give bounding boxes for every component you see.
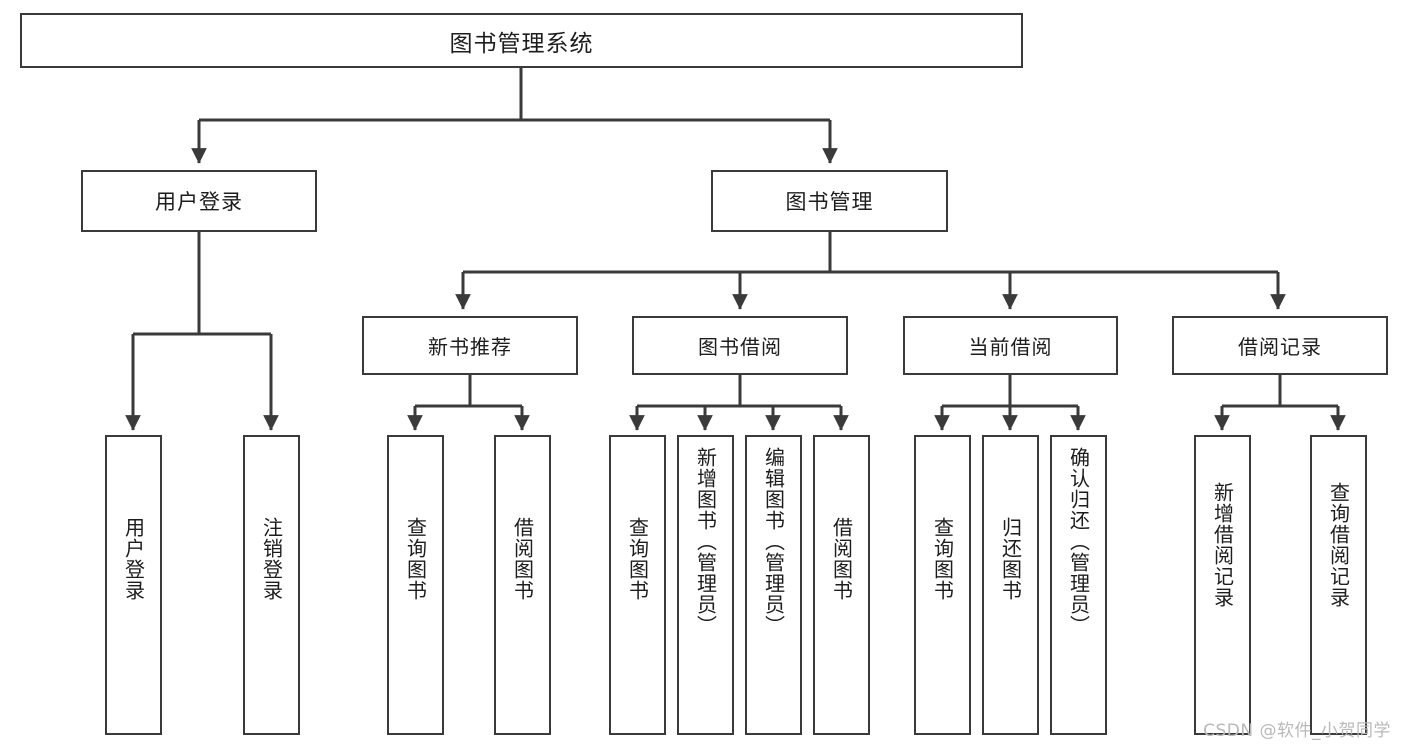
node-book-borrow[interactable]: 图书借阅 (632, 316, 848, 375)
leaf-add-record[interactable]: 新增借阅记录 (1194, 435, 1251, 735)
leaf-confirm-return[interactable]: 确认归还（管理员） (1050, 435, 1107, 735)
leaf-borrow-book-1[interactable]: 借阅图书 (494, 435, 551, 735)
leaf-user-login-label: 用户登录 (121, 517, 146, 601)
leaf-user-logout-label: 注销登录 (259, 517, 284, 601)
node-book-management-label: 图书管理 (785, 190, 874, 214)
leaf-query-record-label: 查询借阅记录 (1326, 482, 1351, 608)
leaf-edit-book[interactable]: 编辑图书（管理员） (745, 435, 802, 735)
leaf-add-book[interactable]: 新增图书（管理员） (677, 435, 734, 735)
leaf-query-book-3-label: 查询图书 (930, 517, 955, 601)
leaf-query-book-2[interactable]: 查询图书 (609, 435, 666, 735)
leaf-user-login[interactable]: 用户登录 (105, 435, 162, 735)
node-borrow-record-label: 借阅记录 (1238, 335, 1322, 359)
leaf-query-book-3[interactable]: 查询图书 (914, 435, 971, 735)
leaf-user-logout[interactable]: 注销登录 (243, 435, 300, 735)
node-new-book-recommend-label: 新书推荐 (428, 335, 512, 359)
leaf-borrow-book-2-label: 借阅图书 (829, 517, 854, 601)
leaf-return-book-label: 归还图书 (998, 517, 1023, 601)
node-current-borrow[interactable]: 当前借阅 (903, 316, 1118, 375)
leaf-add-record-label: 新增借阅记录 (1210, 482, 1235, 608)
node-new-book-recommend[interactable]: 新书推荐 (362, 316, 578, 375)
leaf-add-book-label: 新增图书（管理员） (693, 447, 718, 636)
node-book-management[interactable]: 图书管理 (711, 170, 948, 232)
leaf-edit-book-label: 编辑图书（管理员） (761, 447, 786, 636)
node-root-label: 图书管理系统 (449, 30, 594, 57)
leaf-query-record[interactable]: 查询借阅记录 (1310, 435, 1367, 735)
leaf-query-book-1-label: 查询图书 (403, 517, 428, 601)
node-root-system[interactable]: 图书管理系统 (20, 13, 1023, 68)
leaf-query-book-1[interactable]: 查询图书 (387, 435, 444, 735)
node-current-borrow-label: 当前借阅 (968, 335, 1053, 359)
node-borrow-record[interactable]: 借阅记录 (1172, 316, 1388, 375)
leaf-return-book[interactable]: 归还图书 (982, 435, 1039, 735)
leaf-confirm-return-label: 确认归还（管理员） (1066, 447, 1091, 636)
node-user-login-label: 用户登录 (155, 190, 243, 214)
csdn-watermark: CSDN @软件_小贺同学 (1203, 721, 1391, 741)
leaf-query-book-2-label: 查询图书 (625, 517, 650, 601)
leaf-borrow-book-1-label: 借阅图书 (510, 517, 535, 601)
node-user-login[interactable]: 用户登录 (81, 170, 317, 232)
leaf-borrow-book-2[interactable]: 借阅图书 (813, 435, 870, 735)
node-book-borrow-label: 图书借阅 (698, 335, 782, 359)
